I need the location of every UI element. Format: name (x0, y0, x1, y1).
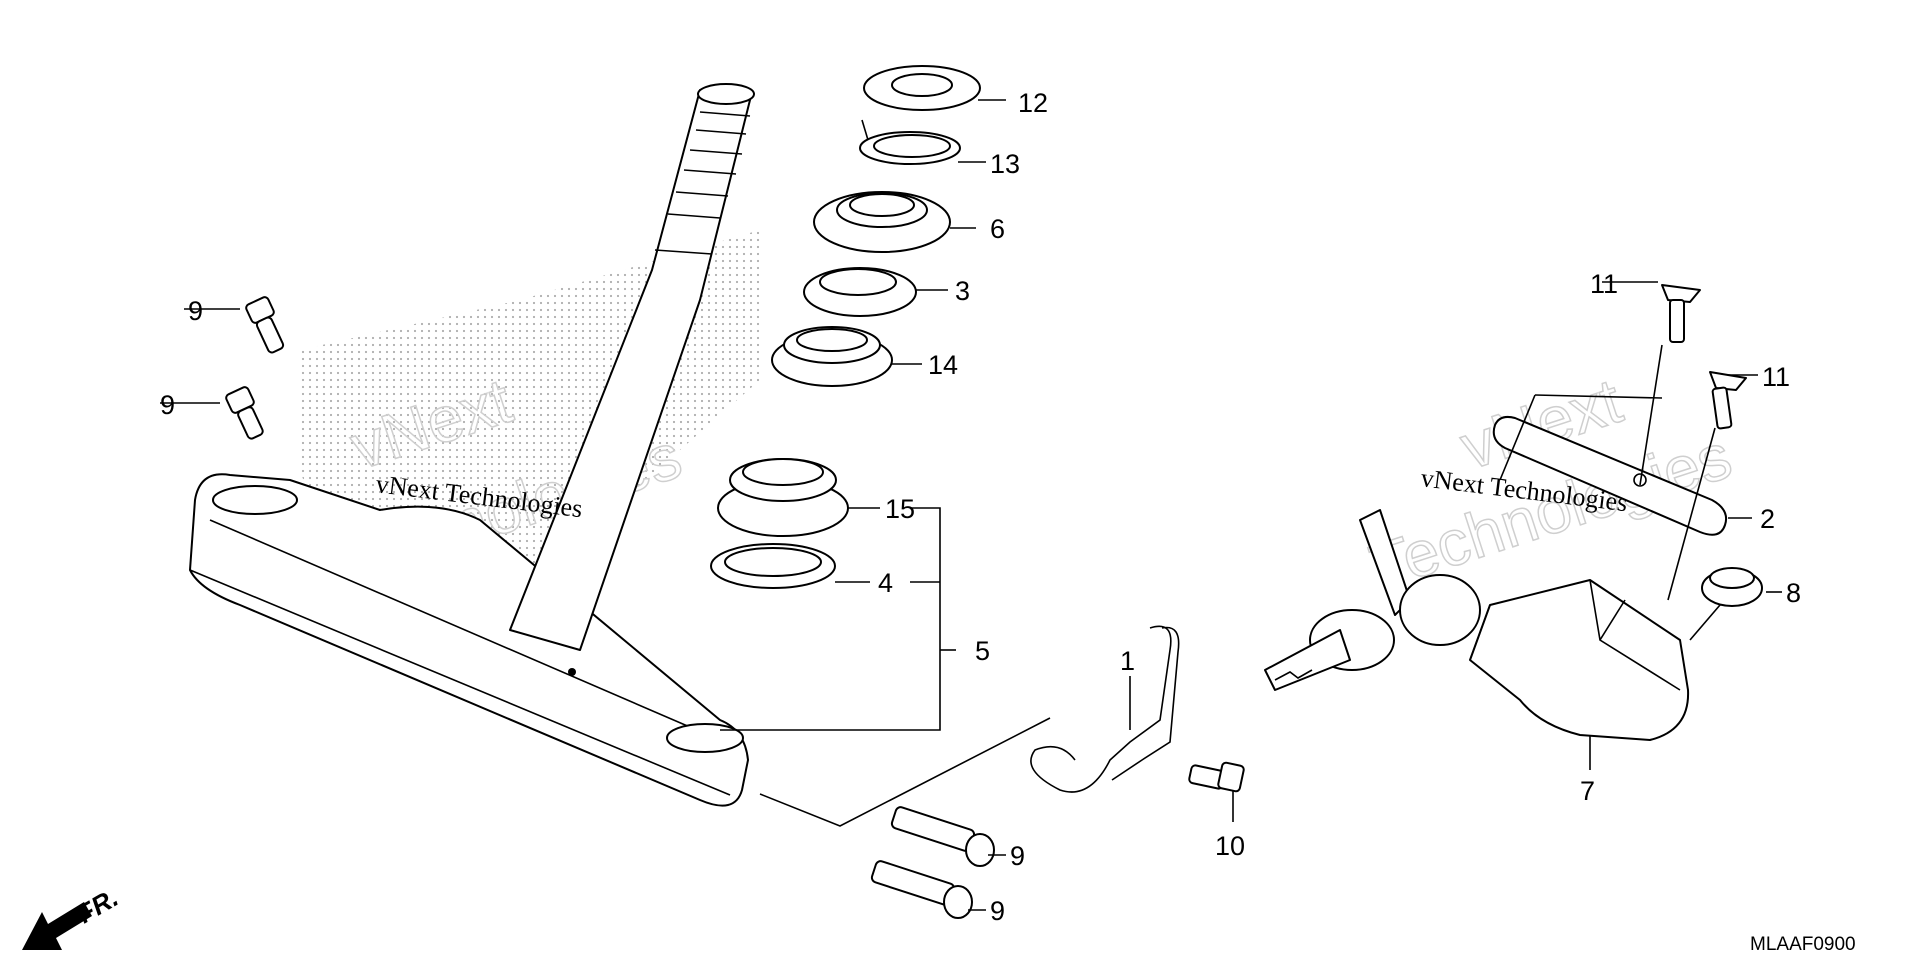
callout-9-bolt-upper: 9 (1010, 841, 1025, 871)
callout-labels: 12 13 6 3 14 15 4 5 1 10 9 9 9 9 11 11 2… (160, 88, 1801, 926)
callout-14: 14 (928, 350, 958, 380)
callout-2: 2 (1760, 504, 1775, 534)
callout-15: 15 (885, 494, 915, 524)
callout-8: 8 (1786, 578, 1801, 608)
leader-lines (160, 99, 1782, 911)
callout-10: 10 (1215, 831, 1245, 861)
front-direction-indicator: FR. (22, 882, 123, 950)
socket-bolt-upper-part (890, 806, 995, 867)
flange-bolt-lower-left-part (225, 386, 264, 440)
callout-11-lower: 11 (1762, 362, 1790, 392)
bearing-race-part (803, 267, 917, 317)
lower-bearing-part (717, 458, 849, 537)
ignition-switch-part (1264, 509, 1690, 741)
callout-9-lower-left: 9 (160, 390, 175, 420)
callout-7: 7 (1580, 776, 1595, 806)
callout-12: 12 (1018, 88, 1048, 118)
socket-bolt-lower-part (870, 860, 973, 919)
switch-cover-plate-part (1492, 415, 1728, 536)
flange-bolt-upper-left-part (245, 296, 285, 354)
lock-washer-part (859, 119, 961, 165)
dust-seal-upper-part (813, 191, 951, 253)
diagram-code: MLAAF0900 (1750, 934, 1856, 955)
callout-13: 13 (990, 149, 1020, 179)
flange-bolt-10-part (1188, 761, 1245, 793)
callout-9-upper-left: 9 (188, 296, 203, 326)
arrow-down-left-icon (22, 902, 92, 950)
callout-6: 6 (990, 214, 1005, 244)
callout-5: 5 (975, 636, 990, 666)
screw-11-upper-part (1661, 284, 1701, 343)
hose-guide-part (1030, 625, 1180, 793)
stem-nut-part (863, 65, 981, 111)
callout-11-upper: 11 (1590, 269, 1618, 299)
steering-stem-part (189, 83, 755, 807)
callout-4: 4 (878, 568, 893, 598)
dust-seal-lower-part (710, 543, 836, 589)
callout-3: 3 (955, 276, 970, 306)
callout-1: 1 (1120, 646, 1135, 676)
grommet-8-part (1701, 567, 1763, 607)
screw-11-lower-part (1709, 371, 1747, 430)
tapered-bearing-part (771, 326, 893, 387)
callout-9-bolt-lower: 9 (990, 896, 1005, 926)
